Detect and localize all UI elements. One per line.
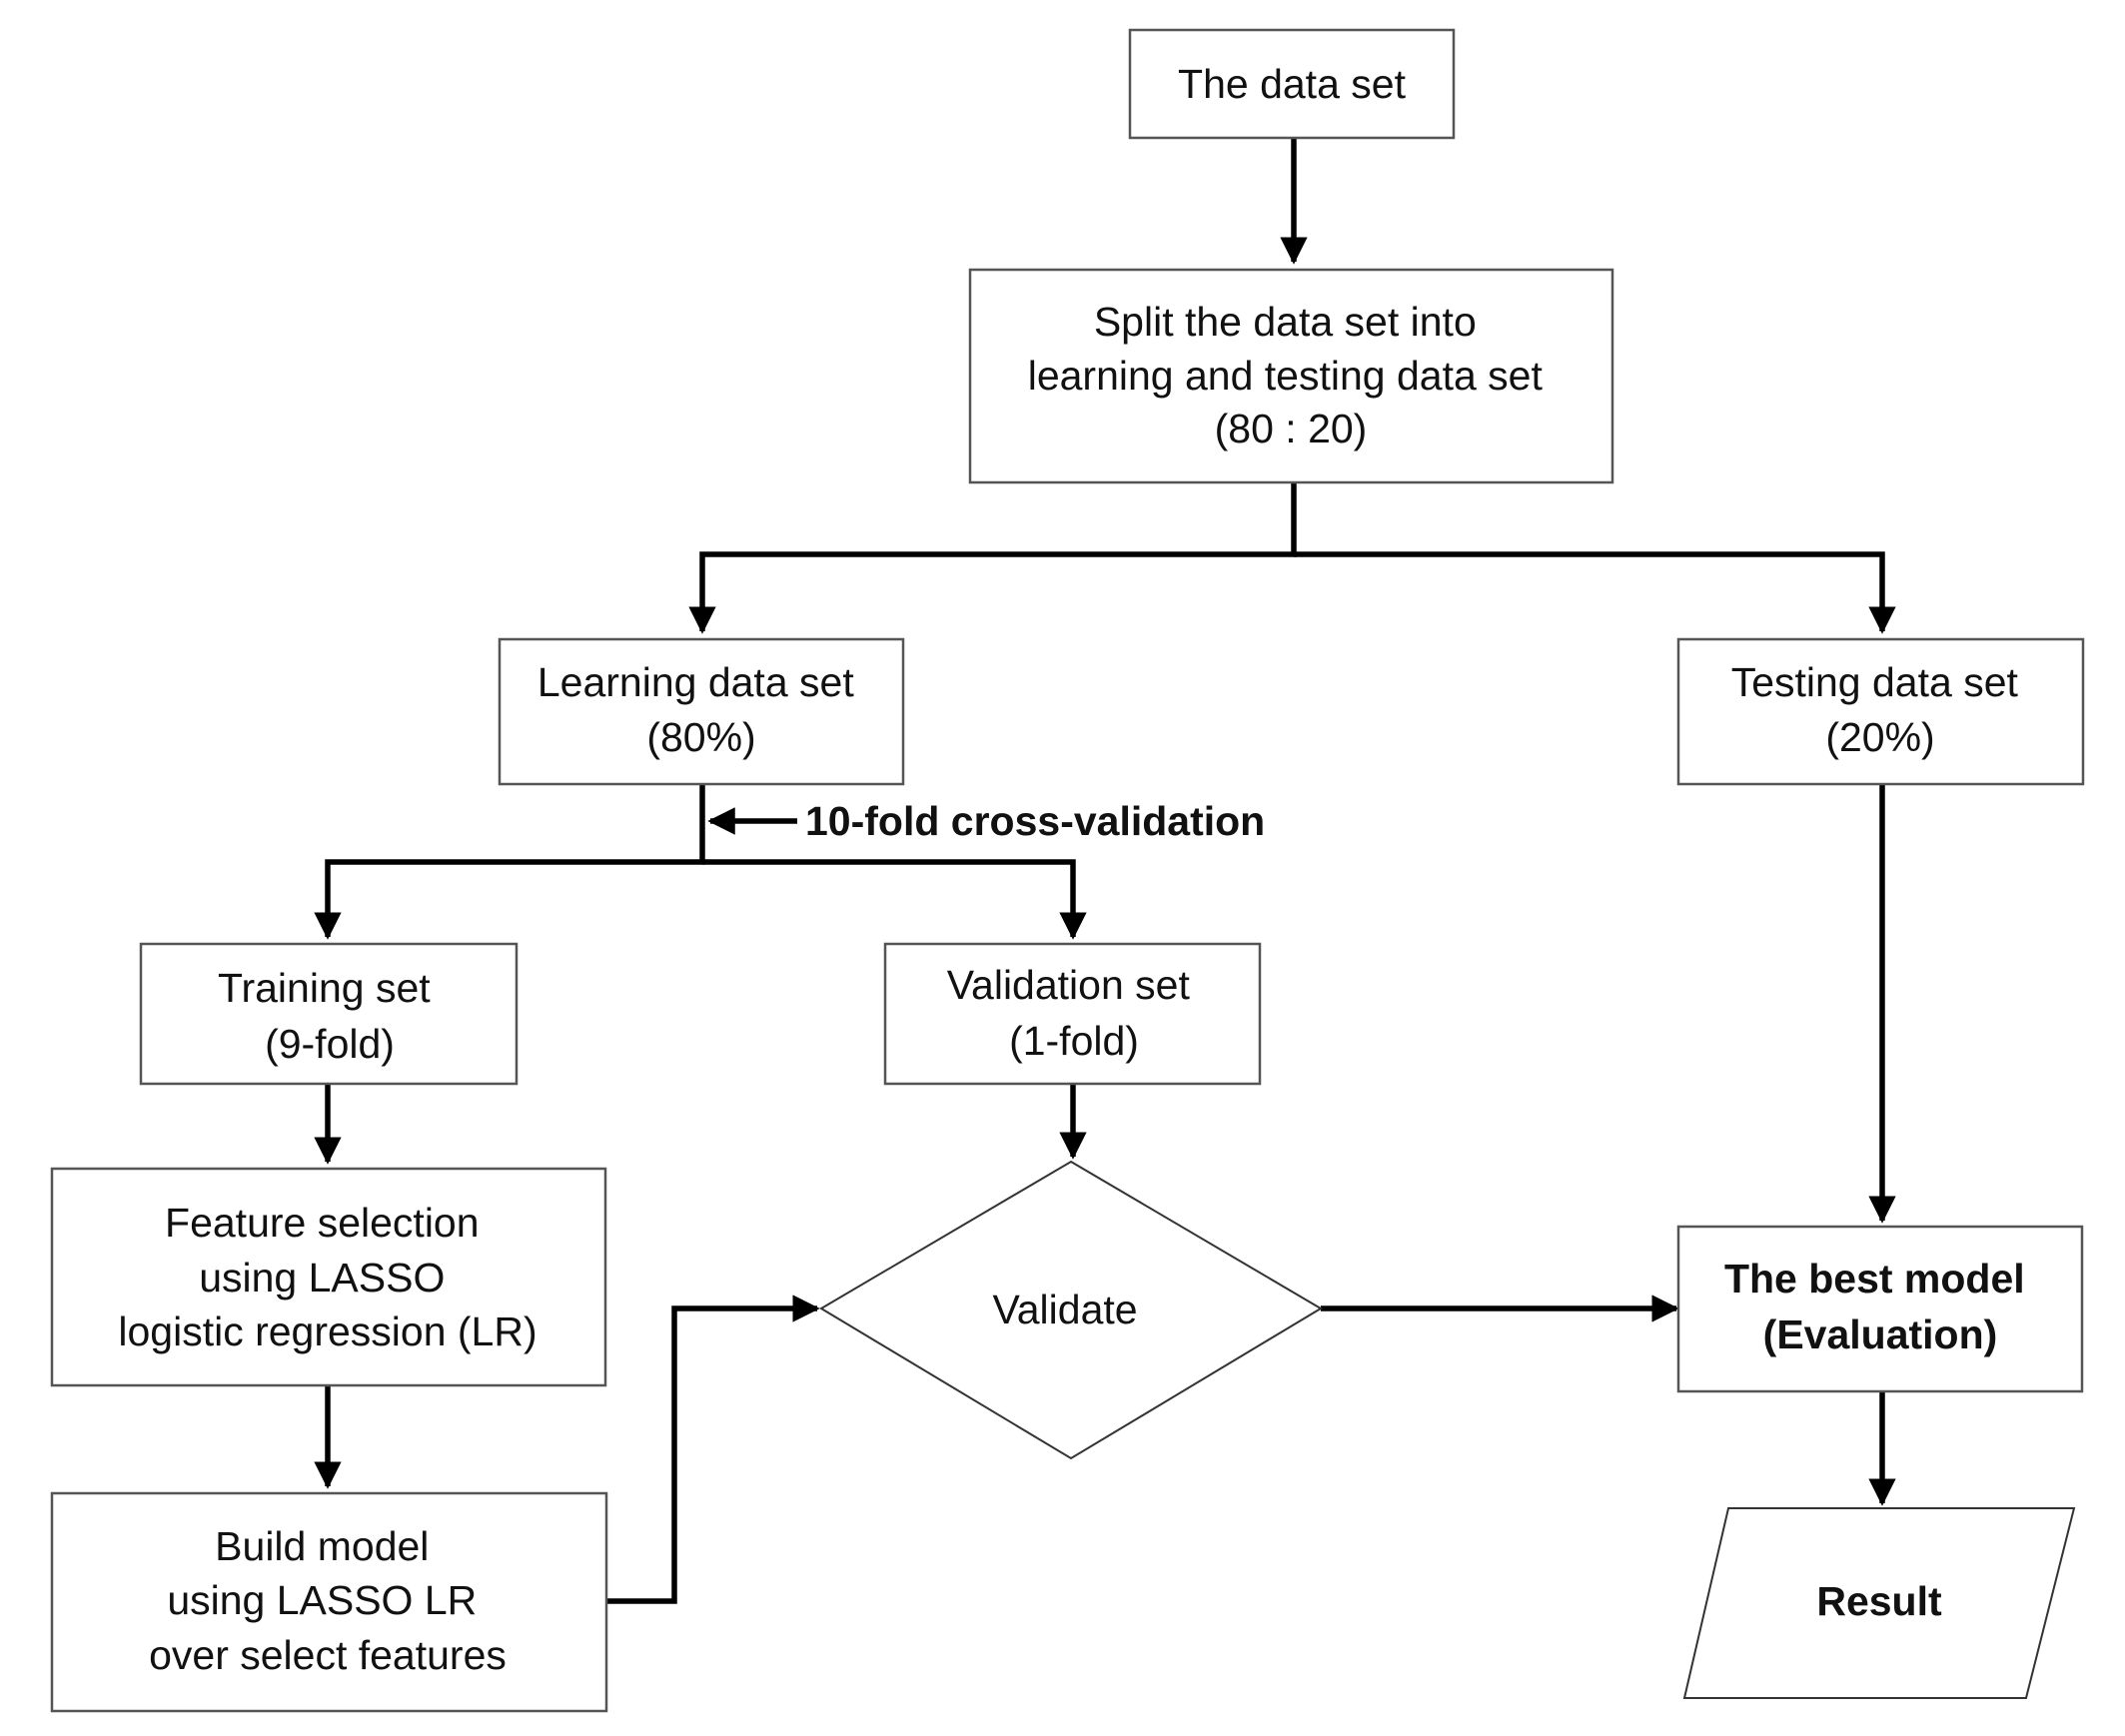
node-data-set-line: The data set (1178, 61, 1407, 107)
node-validate-line: Validate (992, 1287, 1137, 1332)
node-build-model: Build model using LASSO LR over select f… (50, 1491, 608, 1713)
node-result-text: Result (1816, 1578, 1942, 1624)
node-best-model-line: The best model (1724, 1256, 2025, 1302)
node-data-set-box (1128, 28, 1456, 140)
node-feature-selection-text: Feature selection using LASSO logistic r… (118, 1200, 536, 1354)
node-validate: Validate (819, 1160, 1323, 1460)
node-validate-diamond (819, 1160, 1323, 1460)
node-training-text: Training set (9-fold) (218, 965, 442, 1067)
node-validation-line: Validation set (947, 962, 1191, 1008)
node-data-set: The data set (1128, 28, 1456, 140)
edge-split-to-learning (688, 482, 1297, 634)
node-validation-text: Validation set (1-fold) (947, 962, 1202, 1064)
node-validation-box (883, 942, 1262, 1086)
node-best-model-box (1676, 1225, 2084, 1393)
node-best-model: The best model (Evaluation) (1676, 1225, 2084, 1393)
node-learning-line: Learning data set (537, 659, 854, 705)
node-split-line: learning and testing data set (1028, 353, 1544, 399)
node-best-model-text: The best model (Evaluation) (1724, 1256, 2036, 1357)
node-feature-selection-line: logistic regression (LR) (118, 1308, 536, 1354)
node-split-line: Split the data set into (1094, 299, 1477, 345)
node-validation-line: (1-fold) (1009, 1018, 1139, 1064)
node-feature-selection-line: Feature selection (165, 1200, 480, 1246)
node-validation: Validation set (1-fold) (883, 942, 1262, 1086)
node-feature-selection-line: using LASSO (199, 1255, 445, 1301)
node-testing-line: Testing data set (1731, 659, 2019, 705)
node-validate-text: Validate (992, 1287, 1137, 1332)
node-split-text: Split the data set into learning and tes… (1028, 299, 1555, 451)
node-training-line: Training set (218, 965, 431, 1011)
edge-learning-to-training (314, 784, 705, 940)
node-feature-selection: Feature selection using LASSO logistic r… (50, 1167, 607, 1387)
node-build-model-line: over select features (149, 1632, 507, 1678)
node-build-model-text: Build model using LASSO LR over select f… (149, 1523, 507, 1678)
node-testing-box (1676, 637, 2085, 786)
node-training-line: (9-fold) (265, 1021, 395, 1067)
node-best-model-line: (Evaluation) (1763, 1311, 1998, 1357)
node-split-box (968, 268, 1614, 484)
node-learning-box (498, 637, 905, 786)
node-split: Split the data set into learning and tes… (968, 268, 1614, 484)
node-testing: Testing data set (20%) (1676, 637, 2085, 786)
node-build-model-line: Build model (215, 1523, 429, 1569)
node-learning: Learning data set (80%) (498, 637, 905, 786)
node-result-parallelogram (1682, 1507, 2076, 1699)
node-learning-line: (80%) (646, 714, 755, 760)
node-feature-selection-box (50, 1167, 607, 1387)
node-testing-text: Testing data set (20%) (1731, 659, 2030, 760)
node-data-set-text: The data set (1178, 61, 1407, 107)
edges (314, 138, 1896, 1604)
node-build-model-box (50, 1491, 608, 1713)
node-learning-text: Learning data set (80%) (537, 659, 865, 760)
node-result-line: Result (1816, 1578, 1942, 1624)
node-training: Training set (9-fold) (139, 942, 519, 1086)
edge-learning-to-validation (702, 859, 1087, 940)
node-result: Result (1682, 1507, 2076, 1699)
cross-validation-label: 10-fold cross-validation (805, 798, 1265, 844)
edge-build-model-to-validate (606, 1295, 820, 1604)
node-training-box (139, 942, 519, 1086)
node-testing-line: (20%) (1825, 714, 1934, 760)
edge-split-to-testing (1294, 551, 1896, 634)
node-split-line: (80 : 20) (1215, 406, 1368, 451)
node-build-model-line: using LASSO LR (167, 1577, 477, 1623)
